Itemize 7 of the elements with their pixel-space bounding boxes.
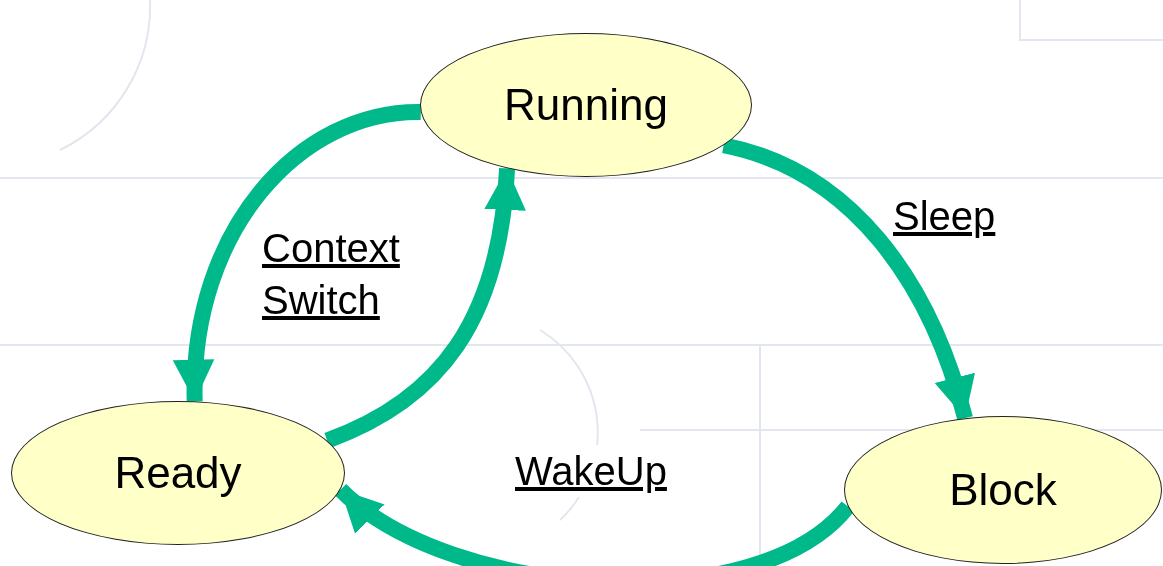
state-label: Ready — [114, 448, 242, 498]
state-label: Running — [504, 80, 668, 130]
curved-arrow — [721, 137, 974, 421]
curved-arrow — [335, 483, 854, 566]
curved-arrow — [324, 167, 525, 449]
curved-arrow — [175, 104, 422, 402]
state-label: Block — [949, 465, 1057, 515]
